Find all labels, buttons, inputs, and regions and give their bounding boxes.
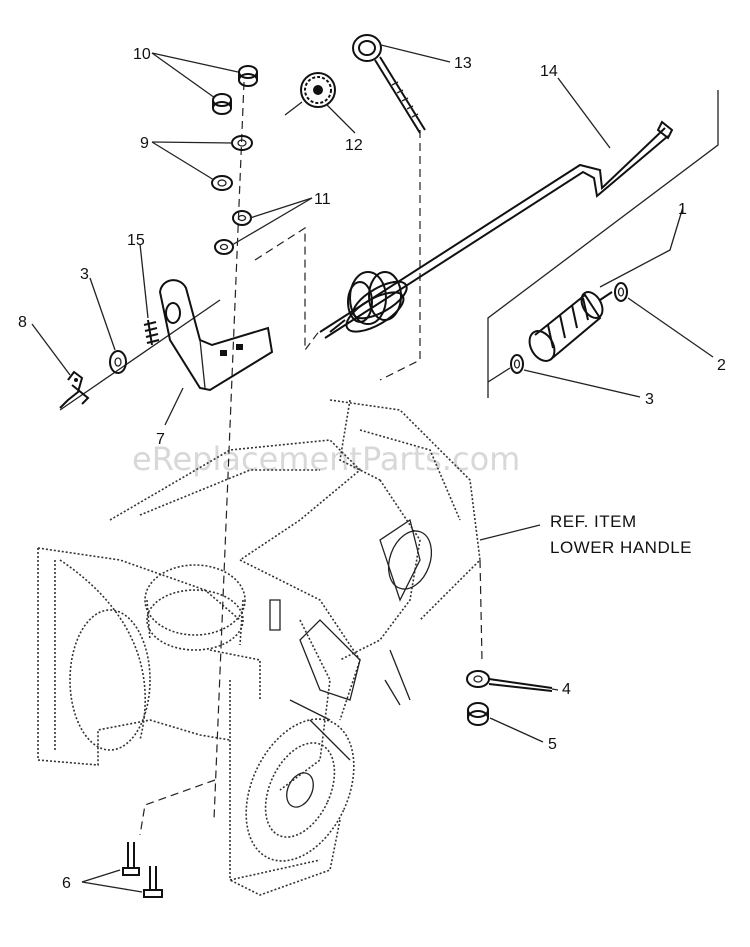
callout-3-left: 3 [80,266,89,283]
callout-5: 5 [548,736,557,753]
hairpin-clip-part-8 [59,370,90,409]
spring-coil [329,271,408,333]
bolt-part-4 [466,670,553,692]
watermark-text: eReplacementParts.com [132,440,520,478]
washer-part-11 [214,210,252,255]
ref-item-line1: REF. ITEM [550,512,637,531]
spring-clip-part-15 [143,319,160,346]
callout-4: 4 [562,681,571,698]
callout-13: 13 [454,55,472,72]
bushing-part-1 [528,291,613,362]
callout-8: 8 [18,314,27,331]
callout-6: 6 [62,875,71,892]
shift-rod-part-14 [319,120,674,339]
bracket-part-7 [158,279,274,392]
alignment-lines [59,81,719,836]
callout-7: 7 [156,431,165,448]
ref-item-line2: LOWER HANDLE [550,538,692,557]
callout-2: 2 [717,357,726,374]
eye-bolt-part-13 [352,34,426,134]
callout-10: 10 [133,46,151,63]
washer-part-3-left [109,350,127,374]
leader-lines [31,44,714,893]
washer-part-3-right [487,354,524,383]
callout-12: 12 [345,137,363,154]
callout-3-right: 3 [645,391,654,408]
callout-numbers: 10 9 11 13 12 14 1 2 3 15 3 8 7 4 5 6 [18,46,726,892]
nut-part-5 [467,702,489,726]
callout-15: 15 [127,232,145,249]
callout-11: 11 [314,191,331,208]
reference-label: REF. ITEM LOWER HANDLE [550,512,692,557]
nut-part-10 [212,65,258,115]
callout-1: 1 [678,201,687,218]
snowthrower-housing [37,399,481,896]
callout-14: 14 [540,63,558,80]
washer-part-9 [211,135,253,191]
bolt-part-6 [122,842,163,898]
washer-part-2 [614,282,628,302]
star-washer-part-12 [284,72,336,116]
callout-9: 9 [140,135,149,152]
